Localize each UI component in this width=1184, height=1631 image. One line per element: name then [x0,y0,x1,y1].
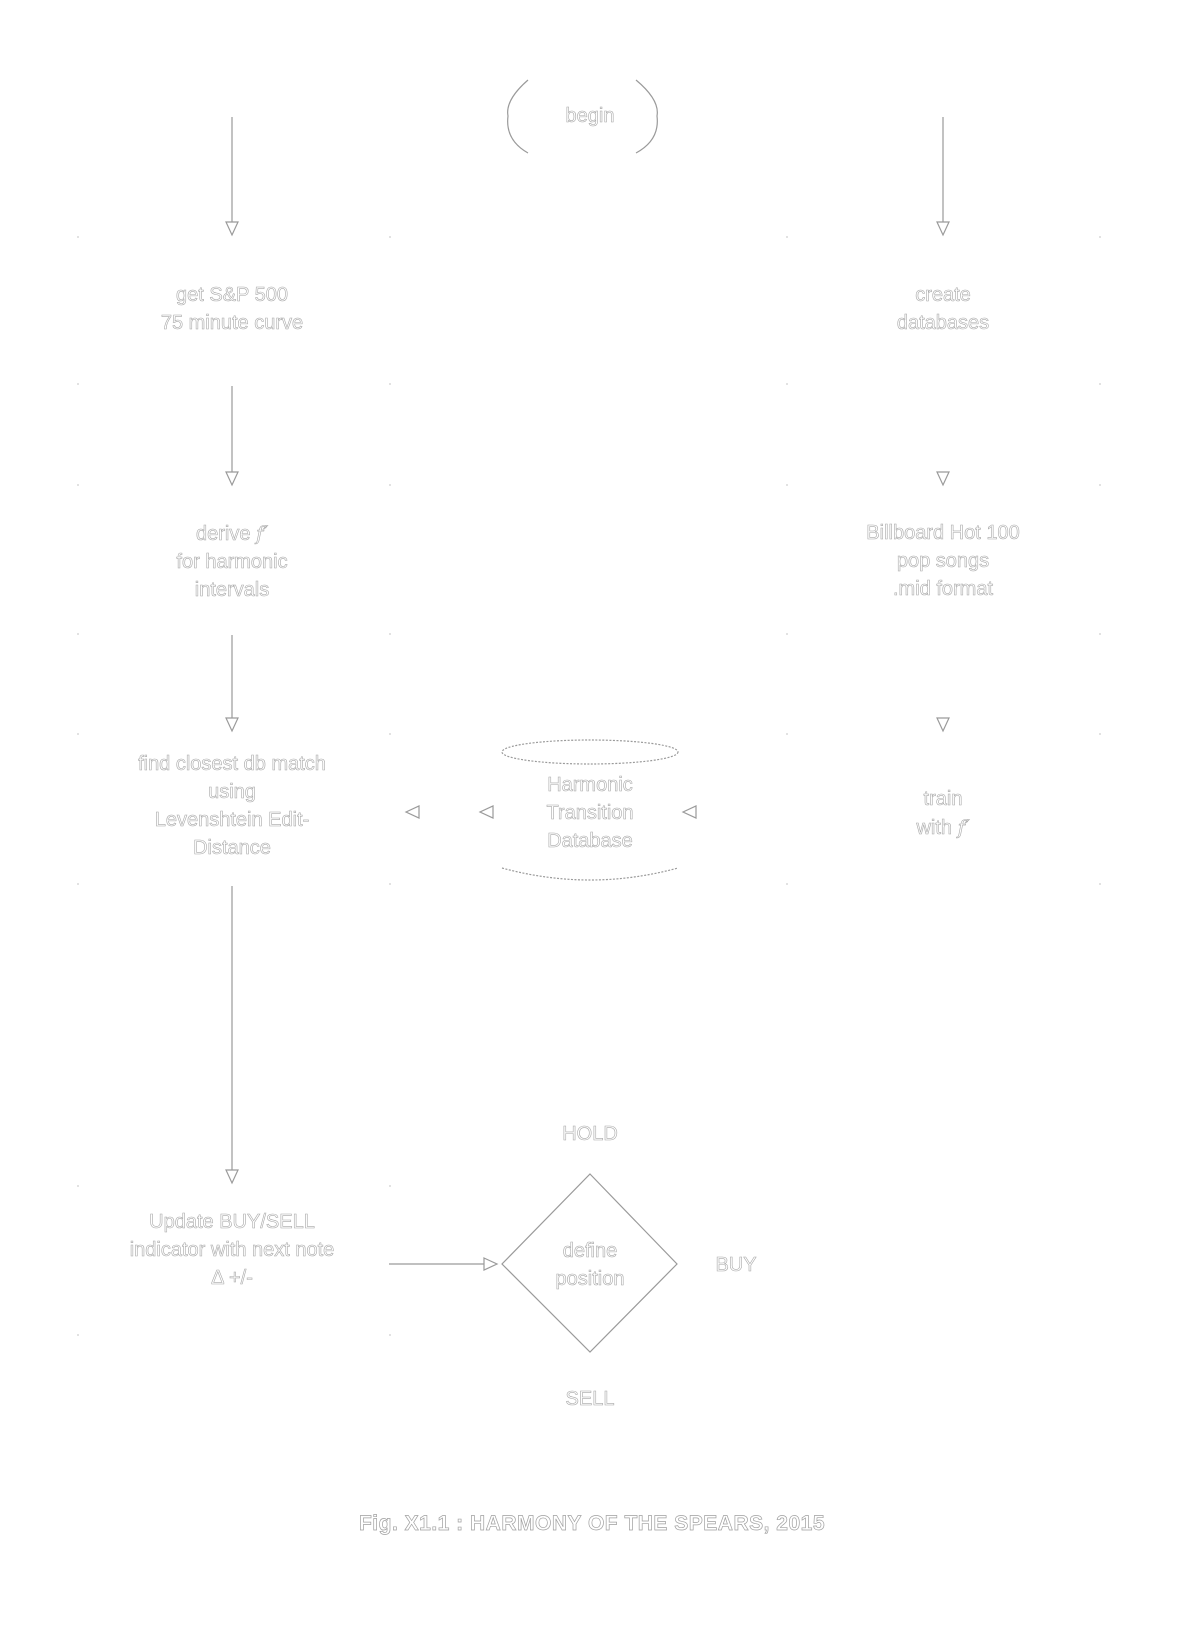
database-label: Harmonic Transition Database [546,774,634,853]
arrowhead-train [936,717,950,733]
arrowhead-decision [483,1257,499,1271]
arrowhead-get-sp500 [225,221,239,237]
decision-label: define position [555,1240,625,1291]
database-bottom-curve [501,867,679,881]
f-prime-symbol: f′ [256,521,269,546]
background-dots [77,236,1101,1336]
begin-terminal-left-bracket [507,79,529,154]
begin-label: begin [565,105,615,128]
node-train: train with f′ [916,788,970,840]
node-find-closest-match: find closest db match using Levenshtein … [138,753,326,860]
arrowhead-find-match [225,717,239,733]
node-update-indicator: Update BUY/SELL indicator with next note… [129,1211,335,1290]
decision-diamond [501,1173,678,1353]
node-get-sp500: get S&P 500 75 minute curve [160,284,304,335]
database-top-ellipse [501,739,679,765]
outcome-hold: HOLD [562,1123,618,1146]
arrowhead-train-to-database [681,805,697,819]
f-prime-symbol: f′ [957,815,970,840]
arrowhead-billboard [936,471,950,487]
outcome-sell: SELL [565,1388,615,1411]
arrowhead-update [225,1169,239,1185]
node-billboard: Billboard Hot 100 pop songs .mid format [866,522,1020,601]
arrowhead-create-db [936,221,950,237]
node-derive: derive f′ for harmonic intervals [176,521,288,602]
node-create-databases: create databases [896,284,990,335]
outcome-buy: BUY [715,1254,757,1277]
arrowhead-db-to-find-match [404,805,420,819]
begin-terminal-right-bracket [635,79,658,154]
figure-caption: Fig. X1.1 : HARMONY OF THE SPEARS, 2015 [358,1512,826,1536]
arrowhead-into-database [478,805,494,819]
arrowhead-derive [225,471,239,487]
